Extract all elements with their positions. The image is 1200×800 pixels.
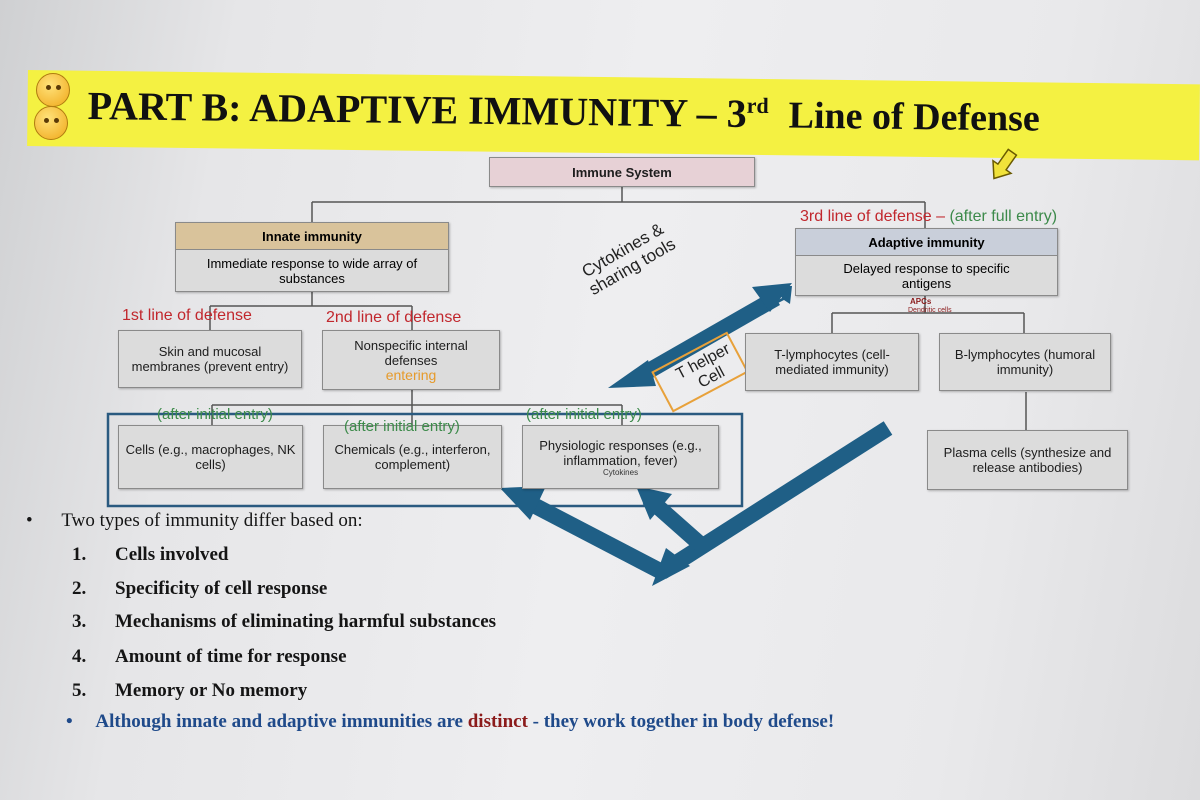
physiologic-box: Physiologic responses (e.g., inflammatio… <box>522 425 719 489</box>
plasma-cells-box: Plasma cells (synthesize and release ant… <box>927 430 1128 490</box>
cells-label: Cells (e.g., macrophages, NK cells) <box>125 442 296 472</box>
innate-desc: Immediate response to wide array of subs… <box>176 250 448 291</box>
list-item: 1. Cells involved <box>72 544 228 566</box>
nonspecific-box: Nonspecific internal defenses entering <box>322 330 500 390</box>
adaptive-desc: Delayed response to specific antigens <box>796 256 1057 295</box>
third-line-red: 3rd line of defense – <box>800 208 945 225</box>
intro-text: Two types of immunity differ based on: <box>61 510 363 531</box>
footer-statement: • Although innate and adaptive immunitie… <box>66 711 834 733</box>
physiologic-label: Physiologic responses (e.g., inflammatio… <box>539 437 702 468</box>
list-text: Amount of time for response <box>115 646 347 667</box>
after-initial-entry-physiologic: (after initial entry) <box>526 406 642 423</box>
skin-box: Skin and mucosal membranes (prevent entr… <box>118 330 302 388</box>
second-line-annotation: 2nd line of defense <box>326 309 462 326</box>
cytokines-small-note: Cytokines <box>602 467 639 477</box>
immune-system-label: Immune System <box>572 164 672 180</box>
list-number: 2. <box>72 578 87 599</box>
list-item: 5. Memory or No memory <box>72 680 307 702</box>
third-line-green: (after full entry) <box>949 208 1058 225</box>
nonspecific-label: Nonspecific internal defenses <box>354 337 468 368</box>
chemicals-label: Chemicals (e.g., interferon, complement) <box>334 442 491 472</box>
list-item: 4. Amount of time for response <box>72 646 347 668</box>
list-text: Memory or No memory <box>115 680 308 701</box>
footer-part2: - they work together in body defense! <box>532 711 835 732</box>
list-number: 5. <box>72 680 87 701</box>
chemicals-box: Chemicals (e.g., interferon, complement) <box>323 425 502 489</box>
adaptive-immunity-box: Adaptive immunity Delayed response to sp… <box>795 228 1058 296</box>
cytokine-double-arrow <box>608 283 792 388</box>
skin-label: Skin and mucosal membranes (prevent entr… <box>131 344 289 374</box>
bullet-dot-icon: • <box>26 510 33 531</box>
apcs-note: APCs <box>910 297 932 306</box>
list-text: Cells involved <box>115 544 229 565</box>
plasma-cells-label: Plasma cells (synthesize and release ant… <box>943 445 1112 475</box>
list-number: 4. <box>72 646 87 667</box>
innate-immunity-box: Innate immunity Immediate response to wi… <box>175 222 449 292</box>
after-initial-entry-chemicals: (after initial entry) <box>344 418 460 435</box>
footer-part1: Although innate and adaptive immunities … <box>95 711 463 732</box>
smiley-hand-icon <box>36 73 70 107</box>
footer-distinct: distinct <box>467 711 528 732</box>
entering-note: entering <box>385 366 437 383</box>
bullet-dot-icon: • <box>66 711 73 732</box>
list-item: 2. Specificity of cell response <box>72 578 327 600</box>
smiley-hand-icon <box>34 106 68 140</box>
innate-title: Innate immunity <box>176 223 448 250</box>
list-text: Mechanisms of eliminating harmful substa… <box>115 611 497 632</box>
immune-system-box: Immune System <box>489 157 755 187</box>
b-lymphocytes-label: B-lymphocytes (humoral immunity) <box>954 347 1096 377</box>
dendritic-note: Dendritic cells <box>908 307 952 314</box>
t-lymphocytes-label: T-lymphocytes (cell-mediated immunity) <box>774 347 890 377</box>
cells-box: Cells (e.g., macrophages, NK cells) <box>118 425 303 489</box>
t-lymphocytes-box: T-lymphocytes (cell-mediated immunity) <box>745 333 919 391</box>
list-item: 3. Mechanisms of eliminating harmful sub… <box>72 611 496 633</box>
after-initial-entry-cells: (after initial entry) <box>157 406 273 423</box>
b-lymphocytes-box: B-lymphocytes (humoral immunity) <box>939 333 1111 391</box>
t-helper-outline <box>651 331 749 413</box>
list-number: 3. <box>72 611 87 632</box>
intro-line: • Two types of immunity differ based on: <box>26 510 363 532</box>
yellow-down-arrow-icon <box>992 148 1018 180</box>
third-line-annotation: 3rd line of defense – (after full entry) <box>800 208 1057 226</box>
list-number: 1. <box>72 544 87 565</box>
first-line-annotation: 1st line of defense <box>122 307 252 324</box>
adaptive-title: Adaptive immunity <box>796 229 1057 256</box>
list-text: Specificity of cell response <box>115 578 328 599</box>
